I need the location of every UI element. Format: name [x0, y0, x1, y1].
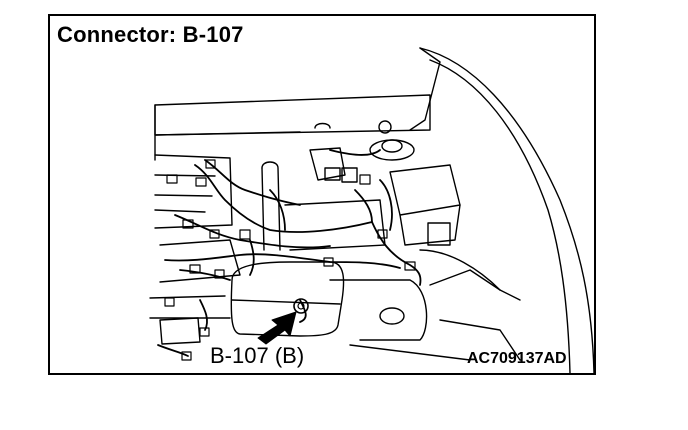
connector-callout-label: B-107 (B): [210, 343, 305, 368]
diagram-frame: [48, 14, 596, 375]
pointer-arrow-icon: [257, 311, 297, 345]
battery: [389, 164, 461, 216]
connector-icon: [293, 298, 309, 314]
cowl-panel: [154, 94, 431, 136]
fuse-box: [309, 147, 346, 181]
wiring-harness: [157, 149, 422, 357]
engine-cover: [230, 261, 345, 337]
figure-code: AC709137AD: [467, 350, 567, 367]
page-title: Connector: B-107: [57, 22, 244, 47]
hood-outline: [419, 47, 594, 373]
